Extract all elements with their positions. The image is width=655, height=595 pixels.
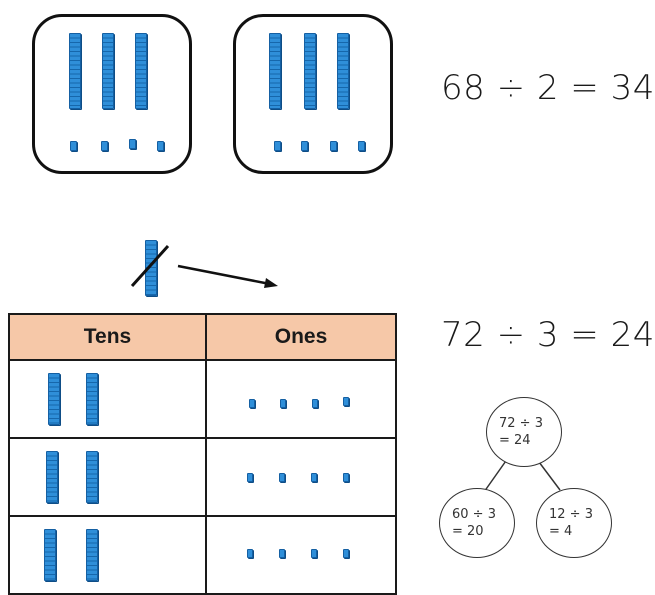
left-line2: = 20 (452, 524, 484, 539)
one-cube (274, 141, 281, 151)
one-cube (312, 399, 318, 408)
ten-rod (86, 451, 98, 503)
tens-cell (8, 515, 207, 595)
ten-rod (86, 529, 98, 581)
ten-rod (135, 33, 147, 109)
whole-line1: 72 ÷ 3 (499, 416, 543, 431)
one-cube (70, 141, 77, 151)
one-cube (129, 139, 136, 149)
ones-header: Ones (205, 313, 397, 361)
ten-rod (304, 33, 316, 109)
table-header-row: Tens Ones (8, 313, 397, 361)
whole-line2: = 24 (499, 433, 531, 448)
ten-rod (69, 33, 81, 109)
strike-line (130, 244, 170, 288)
part-bubble-left: 60 ÷ 3 = 20 (439, 488, 515, 558)
ten-rod (337, 33, 349, 109)
one-cube (358, 141, 365, 151)
one-cube (247, 473, 253, 482)
ten-rod (86, 373, 98, 425)
ten-rod (269, 33, 281, 109)
group-box-1 (32, 14, 192, 174)
one-cube (301, 141, 308, 151)
table-row (8, 515, 397, 595)
one-cube (330, 141, 337, 151)
table-row (8, 437, 397, 517)
right-line1: 12 ÷ 3 (549, 507, 593, 522)
one-cube (157, 141, 164, 151)
ones-cell (205, 437, 397, 517)
one-cube (311, 473, 317, 482)
ten-rod (48, 373, 60, 425)
equation-top: 68 ÷ 2 = 34 (441, 68, 655, 108)
one-cube (311, 549, 317, 558)
one-cube (279, 473, 285, 482)
one-cube (343, 397, 349, 406)
one-cube (249, 399, 255, 408)
arrow-head (264, 278, 278, 288)
ones-cell (205, 359, 397, 439)
ten-rod (44, 529, 56, 581)
tens-header: Tens (8, 313, 207, 361)
ones-cell (205, 515, 397, 595)
ten-rod (102, 33, 114, 109)
tens-cell (8, 437, 207, 517)
one-cube (280, 399, 286, 408)
exchange-arrow (130, 244, 278, 288)
one-cube (343, 473, 349, 482)
tens-cell (8, 359, 207, 439)
part-bubble-right: 12 ÷ 3 = 4 (536, 488, 612, 558)
group-box-2 (233, 14, 393, 174)
left-line1: 60 ÷ 3 (452, 507, 496, 522)
right-line2: = 4 (549, 524, 573, 539)
one-cube (247, 549, 253, 558)
equation-middle: 72 ÷ 3 = 24 (441, 315, 655, 355)
ten-rod (46, 451, 58, 503)
one-cube (101, 141, 108, 151)
table-row (8, 359, 397, 439)
exchanged-ten-rod (145, 240, 157, 296)
one-cube (343, 549, 349, 558)
one-cube (279, 549, 285, 558)
whole-bubble: 72 ÷ 3 = 24 (486, 397, 562, 467)
place-value-table: Tens Ones (8, 313, 397, 595)
arrow-shaft (177, 264, 271, 286)
